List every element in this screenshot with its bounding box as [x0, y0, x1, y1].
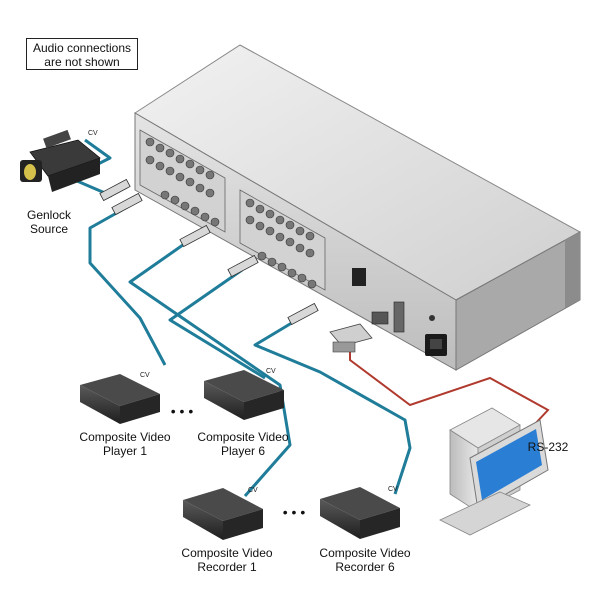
- recorder-1-label: Composite Video Recorder 1: [172, 546, 282, 574]
- control-panel: [352, 268, 447, 356]
- player-6-label-line1: Composite Video: [197, 430, 289, 444]
- recorder-6-device: [320, 487, 400, 539]
- player-1-device: [80, 374, 160, 424]
- ellipsis-recorders: • • •: [282, 504, 306, 520]
- recorder-6-label-line2: Recorder 6: [335, 560, 395, 574]
- player-1-label-line1: Composite Video: [79, 430, 171, 444]
- player-6-device: [204, 370, 284, 420]
- player-6-label-line2: Player 6: [220, 444, 266, 458]
- audio-note-line1: Audio connections: [32, 41, 132, 55]
- rs232-label: RS-232: [527, 440, 569, 454]
- genlock-camera: [20, 129, 101, 192]
- recorder-1-label-line1: Composite Video: [181, 546, 273, 560]
- cv-tag-recorder-6: CV: [388, 486, 398, 493]
- genlock-label: Genlock Source: [14, 208, 84, 236]
- recorder-1-label-line2: Recorder 1: [197, 560, 257, 574]
- audio-note-box: Audio connections are not shown: [26, 38, 138, 70]
- player-6-label: Composite Video Player 6: [188, 430, 298, 458]
- player-1-label: Composite Video Player 1: [70, 430, 180, 458]
- pc-computer: [439, 407, 549, 536]
- bnc-panel-inputs: [139, 129, 226, 233]
- bnc-panel-outputs: [239, 189, 326, 291]
- cv-tag-player-6: CV: [266, 368, 276, 375]
- player-1-label-line2: Player 1: [102, 444, 148, 458]
- ellipsis-players: • • •: [170, 403, 194, 419]
- genlock-label-line1: Genlock: [26, 208, 72, 222]
- recorder-6-label: Composite Video Recorder 6: [310, 546, 420, 574]
- cv-tag-player-1: CV: [140, 372, 150, 379]
- genlock-label-line2: Source: [29, 222, 69, 236]
- recorder-1-device: [183, 488, 263, 540]
- cv-tag-recorder-1: CV: [248, 487, 258, 494]
- serial-cable: [349, 350, 550, 441]
- bnc-plugs: [99, 178, 319, 326]
- cv-tag-camera: CV: [88, 130, 98, 137]
- audio-note-line2: are not shown: [44, 55, 120, 69]
- recorder-6-label-line1: Composite Video: [319, 546, 411, 560]
- db9-connector: [329, 323, 373, 353]
